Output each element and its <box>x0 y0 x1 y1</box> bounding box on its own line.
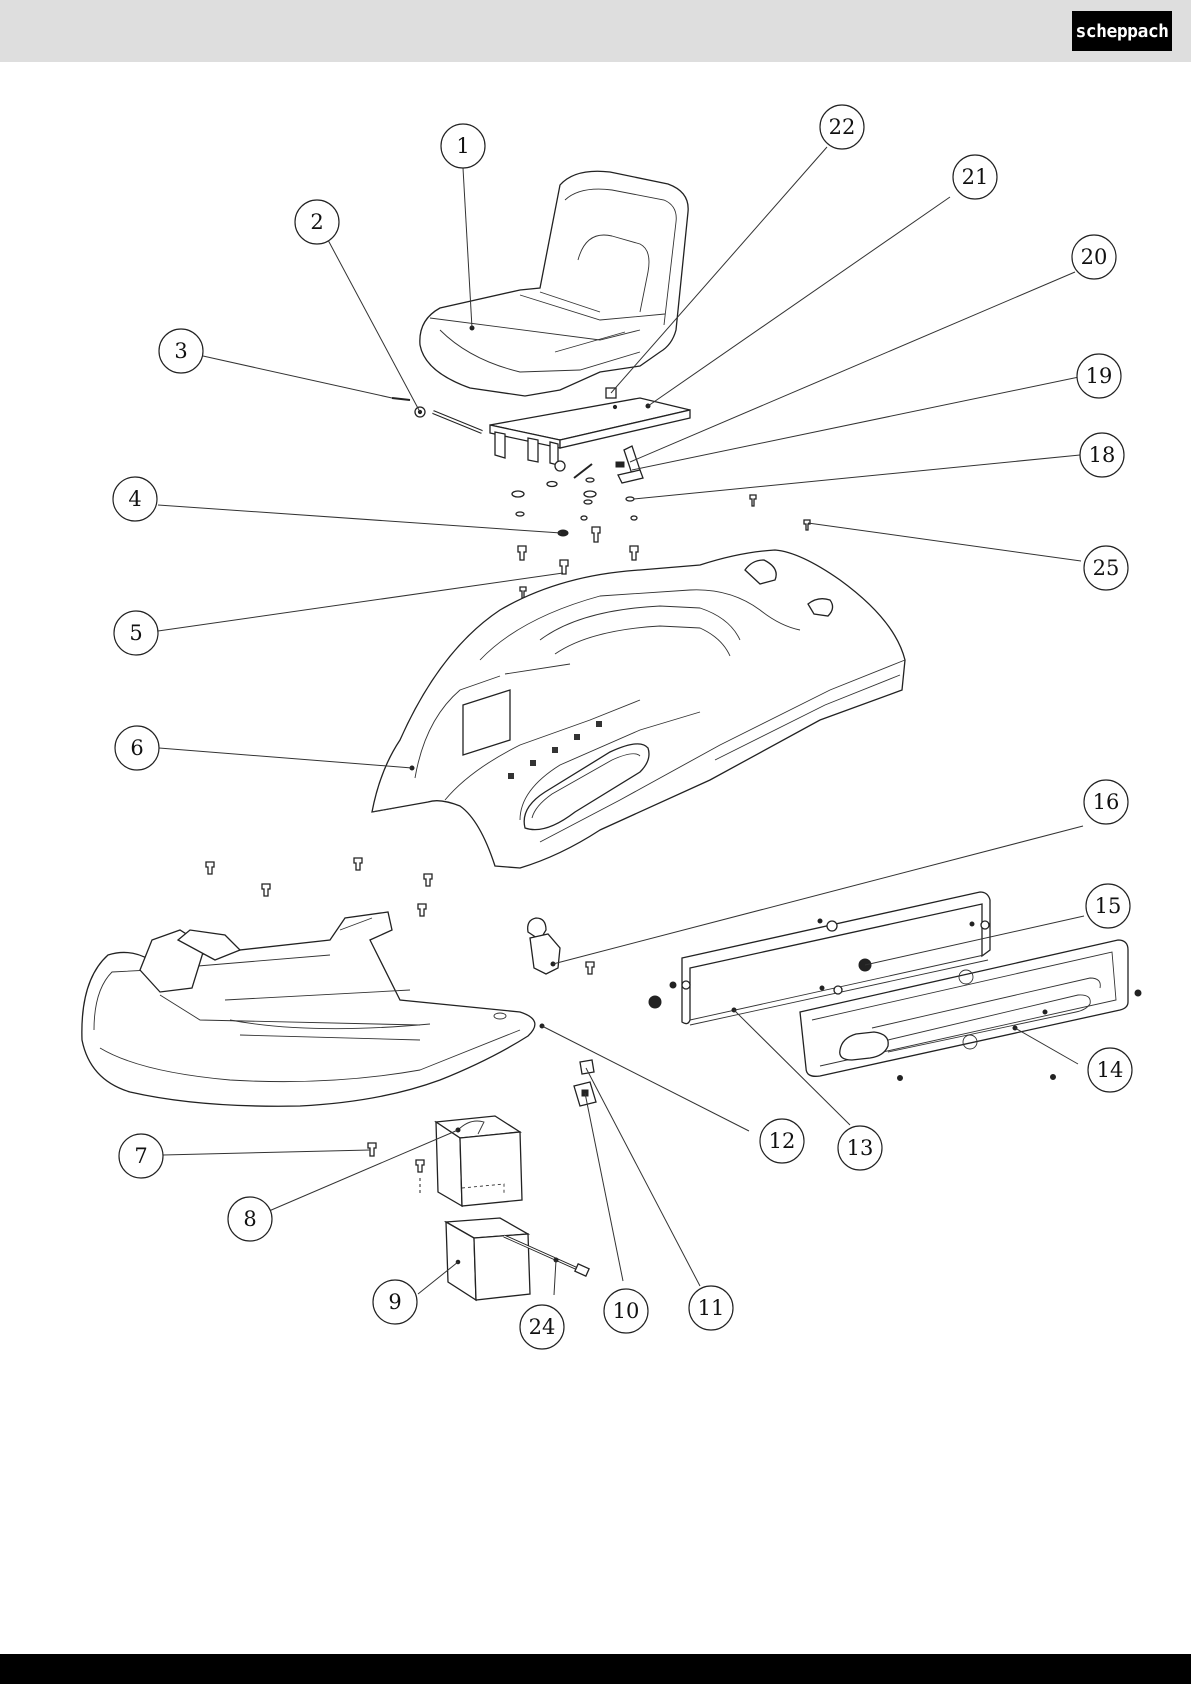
callout-14-label: 14 <box>1097 1058 1124 1082</box>
callout-16-label: 16 <box>1093 790 1120 814</box>
callout-9: 9 <box>373 1280 417 1324</box>
ignition-switch-part <box>528 918 560 974</box>
bracket-part <box>616 446 643 483</box>
callout-24: 24 <box>520 1305 564 1349</box>
callout-19-label: 19 <box>1086 364 1113 388</box>
seat-part <box>420 171 688 396</box>
callout-12-label: 12 <box>769 1129 796 1153</box>
callout-3-label: 3 <box>174 339 187 363</box>
callout-12: 12 <box>760 1119 804 1163</box>
body-cover-part <box>372 550 905 868</box>
callout-20: 20 <box>1072 235 1116 279</box>
callout-8-label: 8 <box>243 1207 256 1231</box>
callout-5-label: 5 <box>129 621 142 645</box>
callout-22: 22 <box>820 105 864 149</box>
callout-5: 5 <box>114 611 158 655</box>
callout-15-label: 15 <box>1095 894 1122 918</box>
callout-14: 14 <box>1088 1048 1132 1092</box>
callout-24-label: 24 <box>529 1315 556 1339</box>
callout-13: 13 <box>838 1126 882 1170</box>
screw-7-part <box>368 1143 424 1196</box>
callout-4: 4 <box>113 477 157 521</box>
callout-10-label: 10 <box>613 1299 640 1323</box>
callout-21: 21 <box>953 155 997 199</box>
callout-11-label: 11 <box>698 1296 725 1320</box>
callout-4-label: 4 <box>128 487 141 511</box>
callout-7-label: 7 <box>134 1144 147 1168</box>
callout-1-label: 1 <box>456 134 469 158</box>
callout-16: 16 <box>1084 780 1128 824</box>
callout-21-label: 21 <box>962 165 989 189</box>
callout-7: 7 <box>119 1134 163 1178</box>
callout-13-label: 13 <box>847 1136 874 1160</box>
seat-plate-part <box>490 398 690 465</box>
battery-part <box>446 1218 530 1300</box>
callout-2-label: 2 <box>310 210 323 234</box>
battery-box-part <box>436 1116 522 1206</box>
callout-6-label: 6 <box>130 736 143 760</box>
footboard-part <box>82 912 544 1106</box>
footer-bar <box>0 1654 1191 1684</box>
switch-part <box>574 1060 596 1106</box>
callout-15: 15 <box>1086 884 1130 928</box>
callout-6: 6 <box>115 726 159 770</box>
callout-9-label: 9 <box>388 1290 401 1314</box>
callout-3: 3 <box>159 329 203 373</box>
callout-18-label: 18 <box>1089 443 1116 467</box>
callout-1: 1 <box>441 124 485 168</box>
callout-25: 25 <box>1084 546 1128 590</box>
callout-25-label: 25 <box>1093 556 1120 580</box>
callout-22-label: 22 <box>829 115 856 139</box>
side-panel-part <box>800 940 1128 1076</box>
callout-19: 19 <box>1077 354 1121 398</box>
callout-10: 10 <box>604 1289 648 1333</box>
callout-18: 18 <box>1080 433 1124 477</box>
callout-20-label: 20 <box>1081 245 1108 269</box>
callout-8: 8 <box>228 1197 272 1241</box>
callout-11: 11 <box>689 1286 733 1330</box>
callout-2: 2 <box>295 200 339 244</box>
